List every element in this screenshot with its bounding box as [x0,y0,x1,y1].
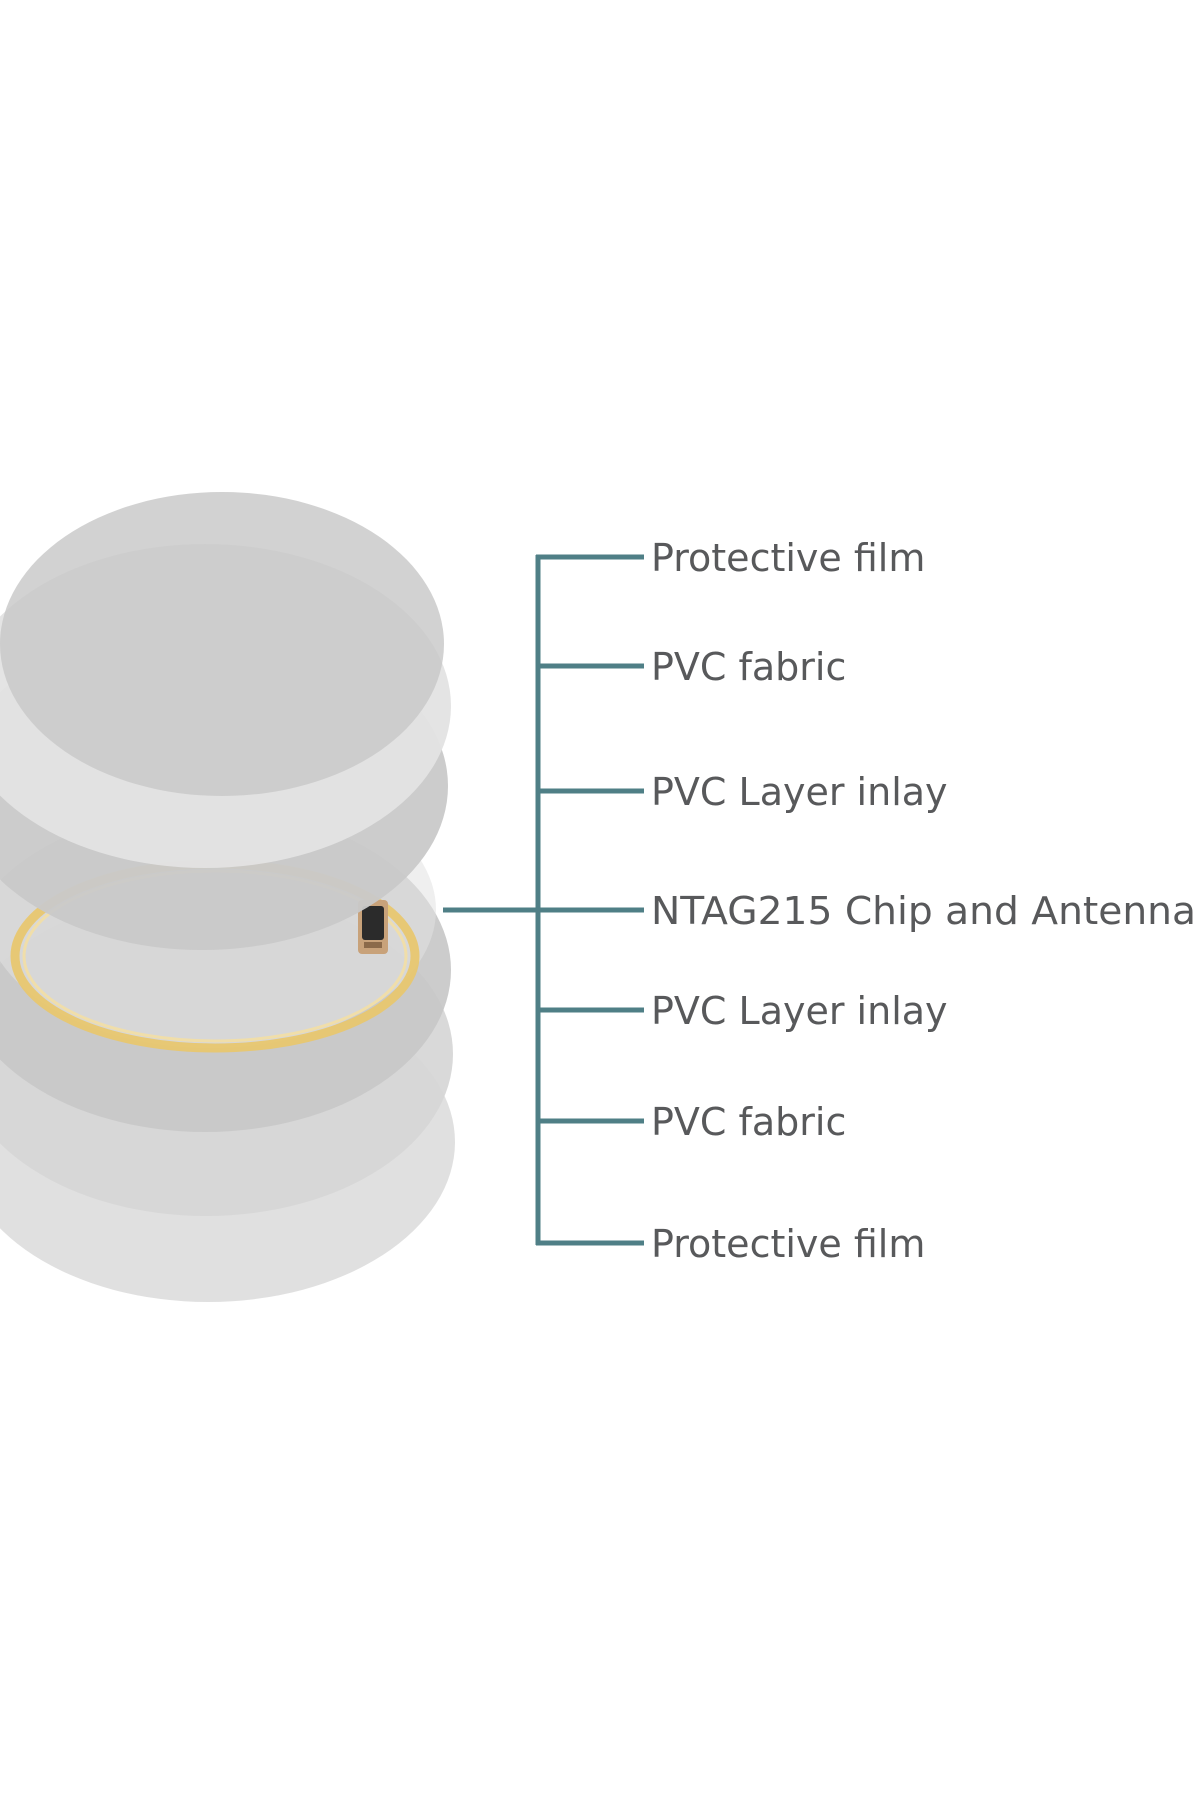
disc-top-protective-film [0,492,444,796]
disc-stack [0,492,455,1302]
label-pvc-layer-inlay-top: PVC Layer inlay [651,770,948,814]
connector-bracket [443,554,644,1246]
label-pvc-fabric-bottom: PVC fabric [651,1100,846,1144]
label-pvc-fabric-top: PVC fabric [651,645,846,689]
label-pvc-layer-inlay-bottom: PVC Layer inlay [651,989,948,1033]
layer-labels: Protective film PVC fabric PVC Layer inl… [651,536,1196,1266]
label-ntag215-chip-antenna: NTAG215 Chip and Antenna [651,889,1196,933]
label-protective-film-bottom: Protective film [651,1222,925,1266]
label-protective-film-top: Protective film [651,536,925,580]
ntag215-chip [358,900,388,954]
